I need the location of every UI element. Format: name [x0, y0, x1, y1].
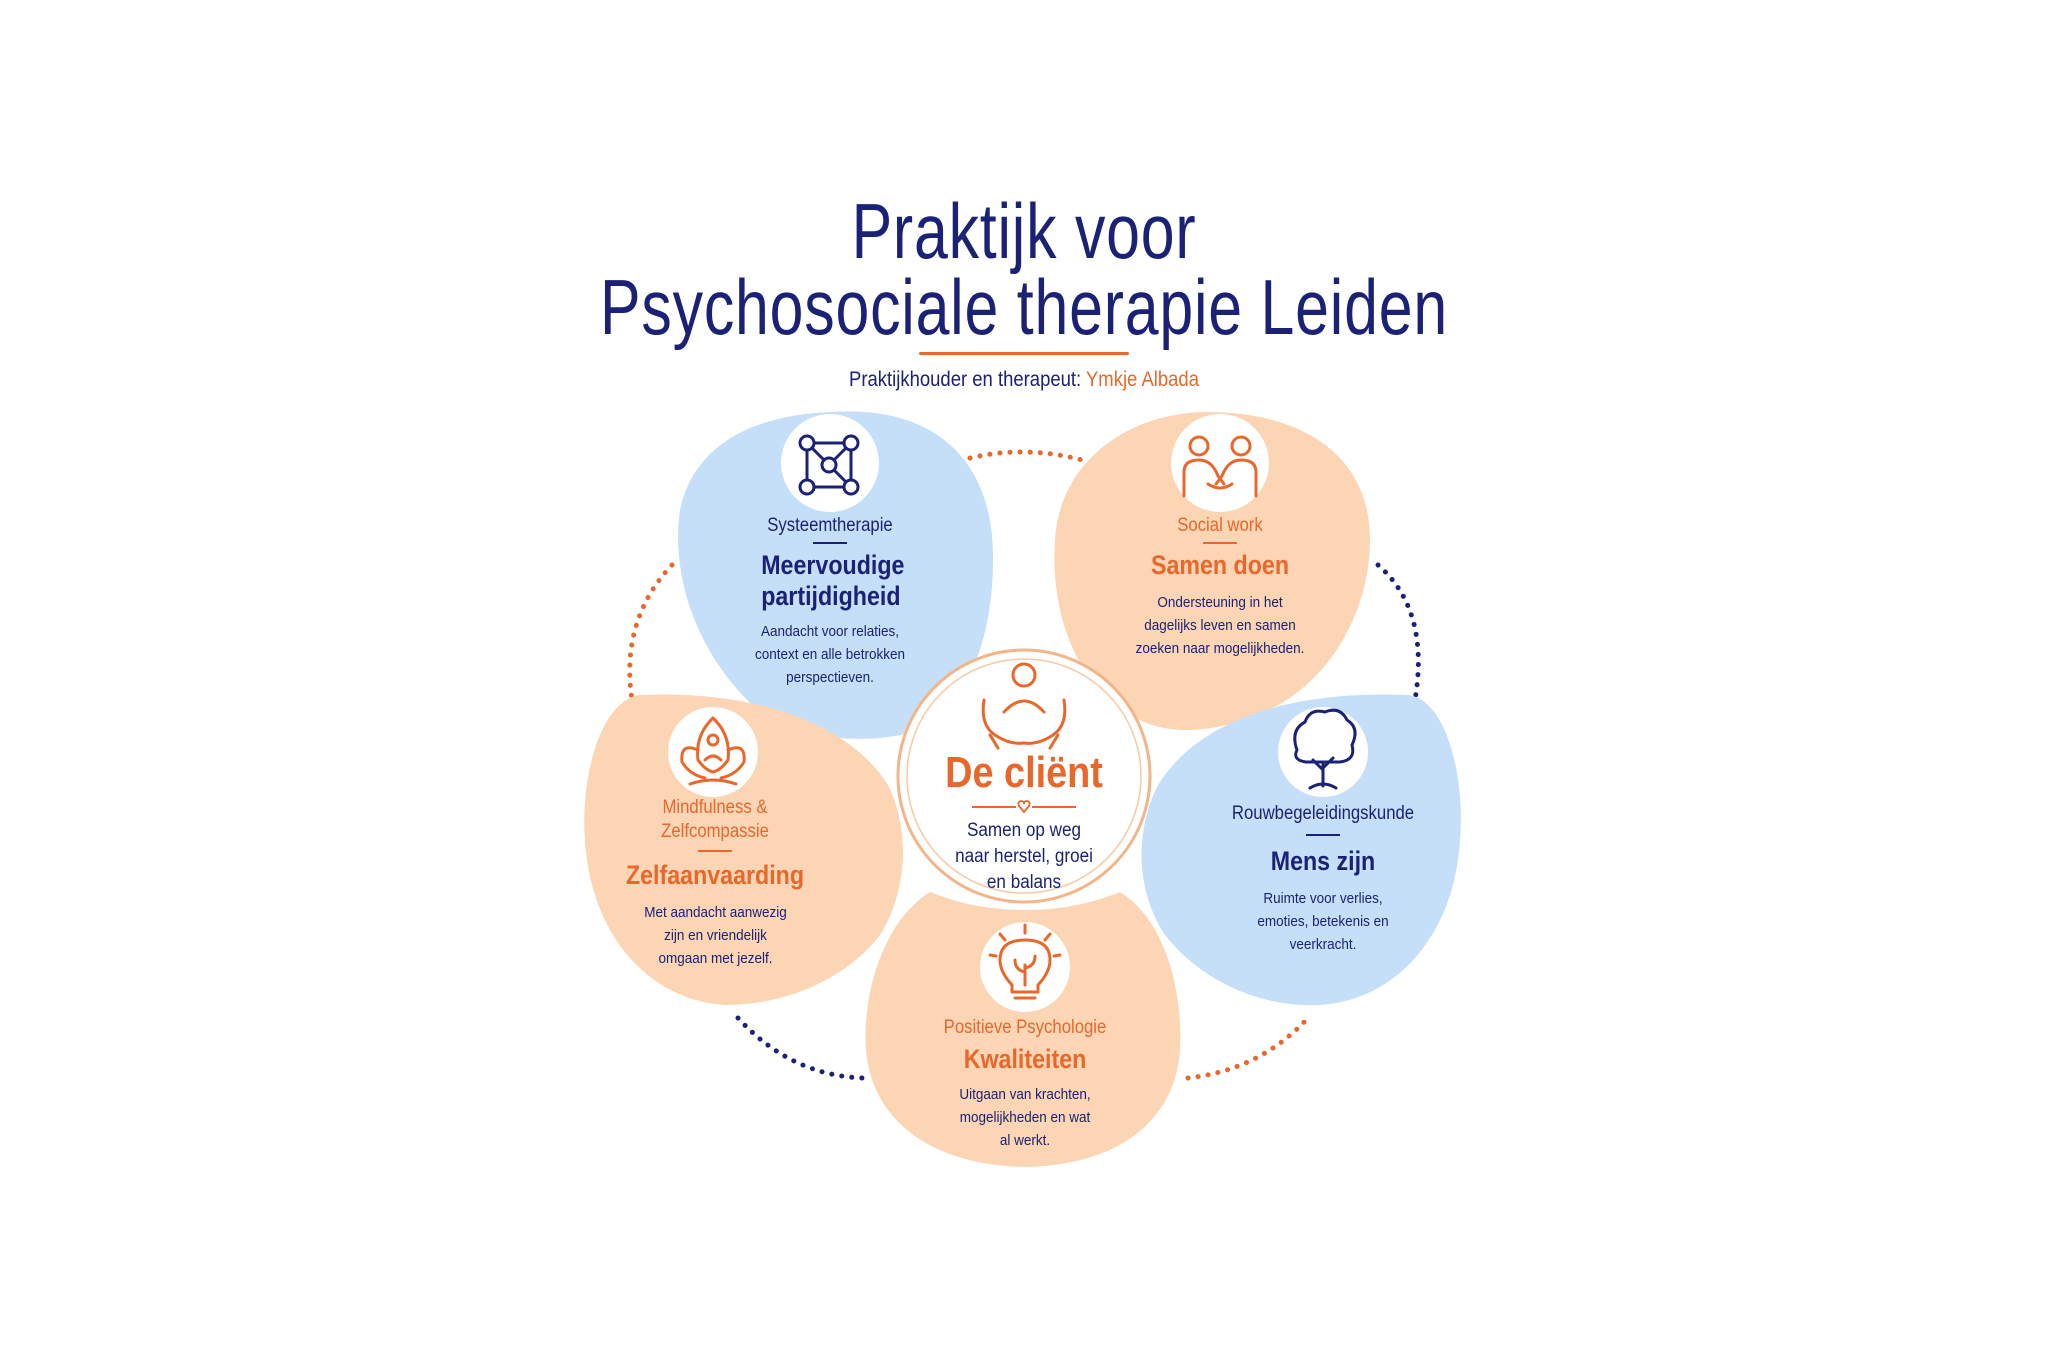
petal-description: Met aandacht aanwezig zijn en vriendelij… [643, 904, 787, 967]
petal-mindfulness [584, 694, 903, 1005]
dotted-arc-bottom-left [735, 1015, 865, 1081]
petal-kicker: Positieve Psychologie [943, 1017, 1107, 1038]
handshake-people-icon [1182, 435, 1258, 498]
petal-divider [1306, 834, 1340, 836]
petal-divider [813, 542, 847, 544]
center-title: De cliënt [945, 748, 1103, 797]
petal-description: Ruimte voor verlies, emoties, betekenis … [1257, 890, 1389, 953]
center-outer-ring [896, 648, 1152, 904]
petal-heading: Samen doen [1150, 550, 1290, 580]
petal-description: Aandacht voor relaties, context en alle … [754, 623, 906, 686]
title-line-1: Praktijk voor [851, 187, 1197, 275]
petal-kicker: Systeemtherapie [767, 515, 893, 536]
petal-text-mindfulness: Mindfulness & Zelfcompassie Zelfaanvaard… [575, 796, 855, 970]
petal-description: Uitgaan van krachten, mogelijkheden en w… [959, 1086, 1091, 1149]
petal-heading: Meervoudige partijdigheid [761, 550, 905, 611]
dotted-arc-right [1375, 562, 1421, 703]
title-line-2: Psychosociale therapie Leiden [600, 263, 1448, 351]
subtitle-prefix: Praktijkhouder en therapeut: [849, 368, 1086, 391]
petal-text-positieve-psychologie: Positieve Psychologie Kwaliteiten Uitgaa… [885, 1016, 1165, 1152]
owner-name: Ymkje Albada [1085, 368, 1199, 391]
petal-rouwbegeleiding [1141, 694, 1461, 1006]
person-in-hands-icon [981, 662, 1067, 750]
petal-systeemtherapie [678, 411, 994, 739]
petal-text-rouwbegeleiding: Rouwbegeleidingskunde Mens zijn Ruimte v… [1183, 802, 1463, 956]
title-underline [919, 352, 1129, 355]
petal-kicker: Rouwbegeleidingskunde [1231, 803, 1415, 824]
center-text: De cliënt Samen op weg naar herstel, gro… [904, 748, 1144, 896]
petal-text-systeemtherapie: Systeemtherapie Meervoudige partijdighei… [690, 514, 970, 689]
dotted-arc-bottom-right [1185, 1015, 1311, 1081]
icon-circle-rouw [1278, 707, 1368, 797]
dotted-arc-top [967, 449, 1085, 463]
lightbulb-plant-icon [988, 923, 1062, 1000]
petal-kicker: Mindfulness & Zelfcompassie [661, 797, 769, 842]
petal-divider [698, 850, 732, 852]
petal-social-work [1054, 412, 1370, 731]
petal-divider [1203, 542, 1237, 544]
meditation-lotus-icon [680, 716, 746, 786]
petal-heading: Mens zijn [1270, 846, 1376, 876]
petal-text-social-work: Social work Samen doen Ondersteuning in … [1080, 514, 1360, 660]
petal-kicker: Social work [1177, 515, 1263, 536]
center-inner-ring [906, 658, 1142, 894]
icon-circle-mindful [668, 707, 758, 797]
petal-positieve-psychologie [865, 892, 1181, 1167]
network-icon [798, 434, 860, 496]
heart-icon [1017, 800, 1031, 814]
dotted-arc-left [627, 562, 675, 703]
petal-heading: Kwaliteiten [963, 1044, 1087, 1074]
petal-description: Ondersteuning in het dagelijks leven en … [1135, 594, 1305, 657]
tree-icon [1293, 708, 1357, 790]
petal-heading: Zelfaanvaarding [625, 860, 805, 890]
center-subtitle: Samen op weg naar herstel, groei en bala… [955, 820, 1093, 893]
subtitle: Praktijkhouder en therapeut: Ymkje Albad… [123, 368, 1925, 392]
